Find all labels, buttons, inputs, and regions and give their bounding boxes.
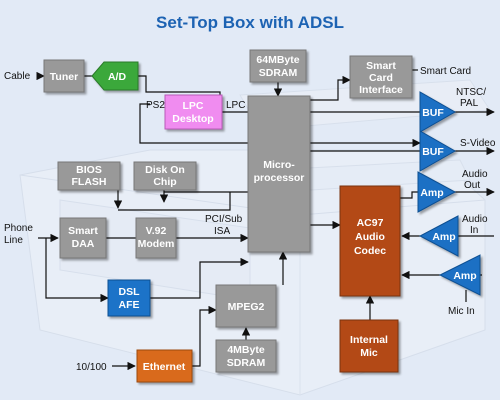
microprocessor-line1: Micro- (263, 159, 295, 171)
amp-audio-in-triangle: Amp (418, 215, 459, 257)
ac97-line1: AC97 (357, 217, 384, 229)
lpc-desktop-line2: Desktop (172, 113, 213, 125)
tuner-block: Tuner (43, 59, 85, 93)
amp-mic-in-label: Amp (453, 270, 476, 282)
v92-modem-block: V.92 Modem (135, 217, 177, 259)
pci-sub-isa-line1: PCI/Sub (205, 214, 243, 225)
bios-flash-block: BIOS FLASH (57, 161, 121, 191)
ntsc-pal-line2: PAL (460, 98, 479, 109)
ac97-line3: Codec (354, 245, 386, 257)
smart-card-interface-line2: Card (369, 72, 393, 84)
pci-sub-isa-line2: ISA (214, 226, 230, 237)
smart-daa-line2: DAA (72, 238, 95, 250)
dsl-afe-block: DSL AFE (107, 279, 151, 317)
sdram-4mb-line2: SDRAM (227, 357, 266, 369)
buf-ntsc-label: BUF (422, 107, 444, 119)
amp-audio-in-label: Amp (432, 231, 455, 243)
bios-flash-line1: BIOS (76, 164, 102, 176)
disk-on-chip-line1: Disk On (145, 164, 185, 176)
disk-on-chip-block: Disk On Chip (133, 161, 197, 191)
audio-in-line1: Audio (462, 214, 488, 225)
ad-label: A/D (108, 71, 127, 83)
internal-mic-block: Internal Mic (339, 319, 399, 373)
audio-out-line2: Out (464, 180, 480, 191)
mic-in-label: Mic In (448, 306, 475, 317)
phone-line-line2: Line (4, 235, 23, 246)
sdram-64mb-block: 64MByte SDRAM (249, 49, 307, 83)
bios-flash-line2: FLASH (72, 176, 107, 188)
ac97-audio-codec-block: AC97 Audio Codec (339, 185, 401, 297)
v92-modem-line2: Modem (138, 238, 175, 250)
buf-svideo-triangle: BUF (419, 130, 457, 172)
lpc-desktop-line1: LPC (183, 100, 204, 112)
smart-card-interface-block: Smart Card Interface (349, 55, 413, 99)
audio-out-line1: Audio (462, 169, 488, 180)
sdram-64mb-line2: SDRAM (259, 67, 298, 79)
ac97-line2: Audio (355, 231, 385, 243)
sdram-4mb-block: 4MByte SDRAM (215, 339, 277, 373)
connection-wires (36, 69, 495, 371)
smart-card-interface-line1: Smart (366, 60, 396, 72)
phone-line-line1: Phone (4, 223, 33, 234)
ethernet-block: Ethernet (136, 349, 193, 383)
buf-ntsc-triangle: BUF (419, 91, 457, 133)
ethernet-label: Ethernet (143, 361, 186, 373)
buf-svideo-label: BUF (422, 146, 444, 158)
lpc-desktop-block: LPC Desktop (164, 94, 223, 130)
mpeg2-label: MPEG2 (228, 301, 265, 313)
smart-daa-line1: Smart (68, 225, 98, 237)
microprocessor-line2: processor (254, 172, 305, 184)
diagram-title: Set-Top Box with ADSL (156, 13, 344, 32)
cable-label: Cable (4, 71, 31, 82)
smart-card-interface-line3: Interface (359, 84, 403, 96)
disk-on-chip-line2: Chip (153, 176, 176, 188)
dsl-afe-line1: DSL (119, 286, 141, 298)
ad-converter-block: A/D (91, 61, 139, 91)
amp-audio-out-triangle: Amp (417, 171, 457, 213)
microprocessor-block: Micro- processor (247, 95, 311, 253)
sdram-64mb-line1: 64MByte (256, 54, 299, 66)
v92-modem-line1: V.92 (146, 225, 167, 237)
ethernet-port-label: 10/100 (76, 362, 107, 373)
amp-mic-in-triangle: Amp (438, 254, 481, 296)
mpeg2-block: MPEG2 (215, 284, 277, 328)
s-video-label: S-Video (460, 138, 496, 149)
internal-mic-line2: Mic (360, 347, 378, 359)
internal-mic-line1: Internal (350, 334, 388, 346)
ntsc-pal-line1: NTSC/ (456, 87, 486, 98)
dsl-afe-line2: AFE (119, 299, 140, 311)
smart-daa-block: Smart DAA (59, 217, 107, 259)
ps2-label: PS2 (146, 100, 165, 111)
smart-card-label: Smart Card (420, 66, 471, 77)
lpc-label: LPC (226, 100, 245, 111)
tuner-label: Tuner (50, 71, 78, 83)
amp-audio-out-label: Amp (420, 187, 443, 199)
audio-in-line2: In (470, 225, 478, 236)
sdram-4mb-line1: 4MByte (227, 344, 265, 356)
